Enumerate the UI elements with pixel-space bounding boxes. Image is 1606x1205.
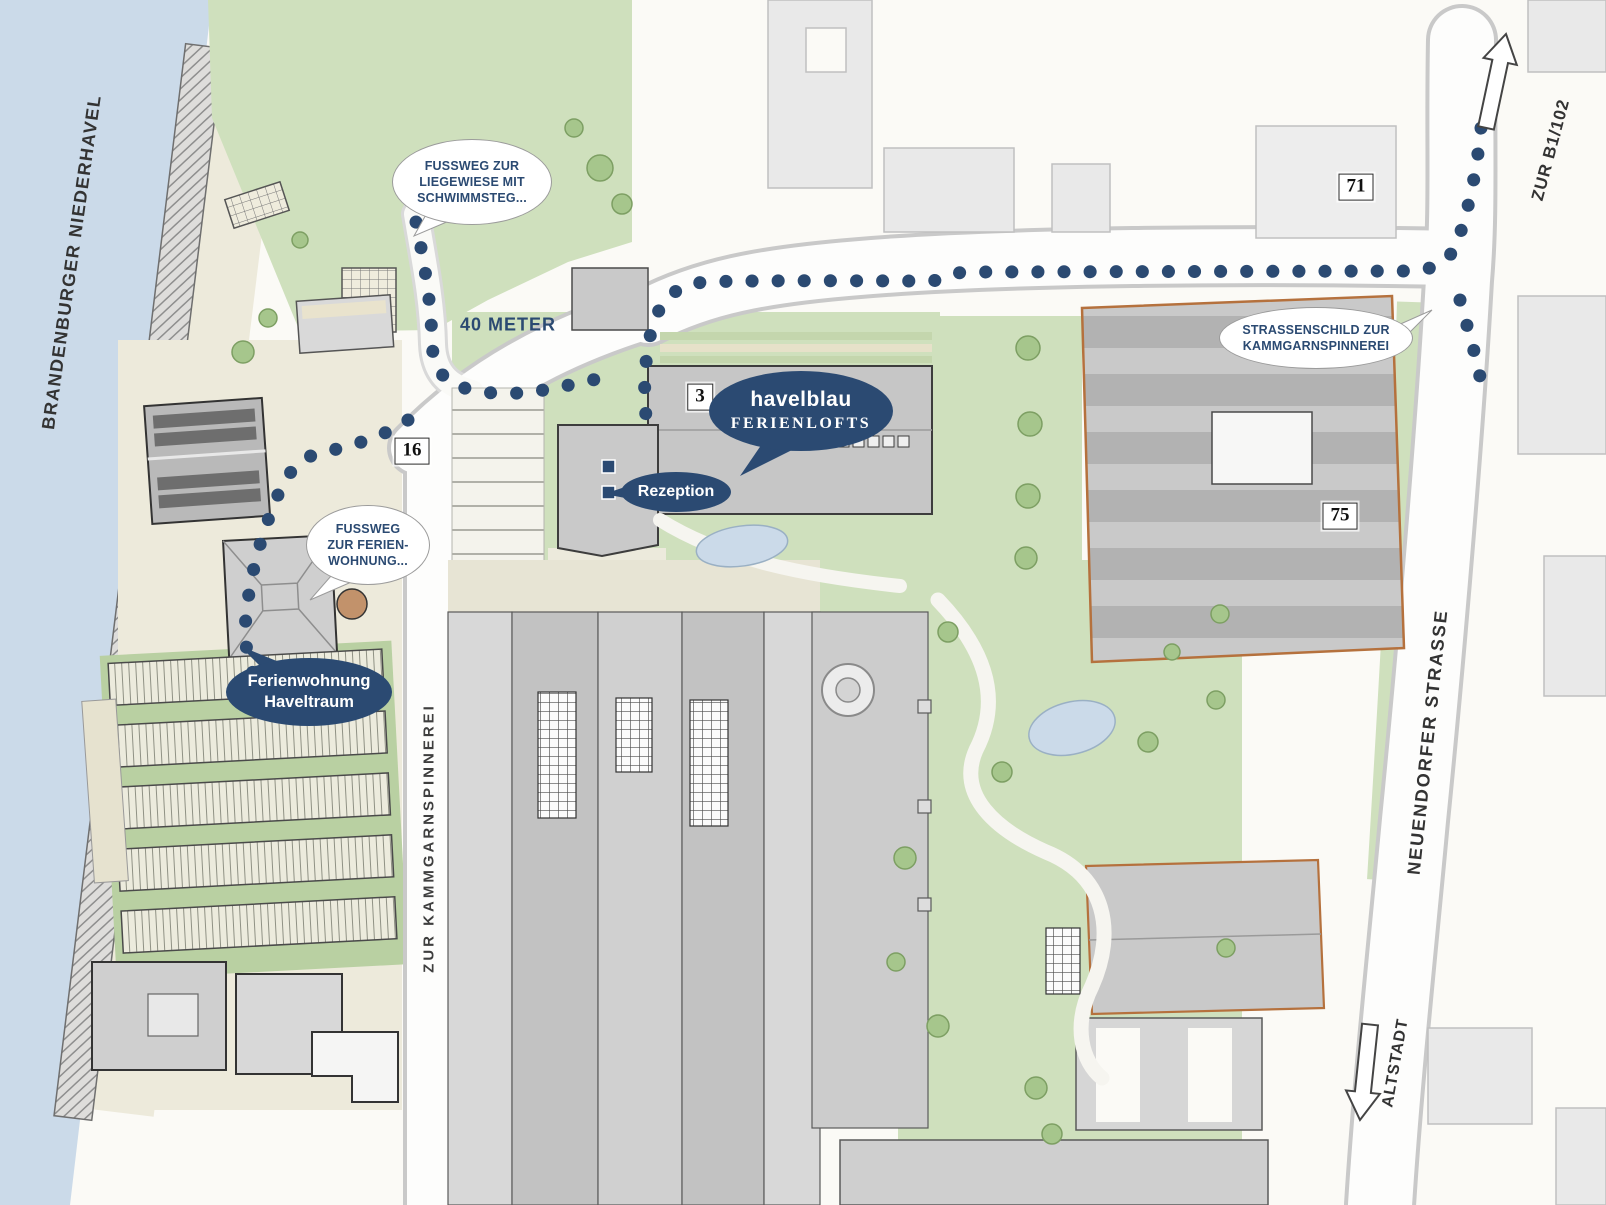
buildings-north: [767, 0, 1606, 1205]
bubble-line: Haveltraum: [264, 693, 354, 711]
bubble-line: Rezeption: [637, 482, 715, 500]
structures-shore: [223, 180, 649, 355]
house-number-16: 16: [394, 437, 430, 465]
bubble-fussweg-liegewiese: FUSSWEG ZUR LIEGEWIESE MIT SCHWIMMSTEG..…: [392, 139, 552, 225]
arrow-to-altstadt: [1344, 1022, 1382, 1122]
bubble-fussweg-ferienwohnung: FUSSWEG ZUR FERIEN- WOHNUNG...: [306, 505, 430, 585]
distance-label: 40 METER: [459, 314, 557, 335]
house-number-71: 71: [1338, 173, 1374, 201]
building-reception: [557, 424, 659, 558]
bubble-line: KAMMGARNSPINNEREI: [1242, 339, 1390, 353]
buildings-haveltraum-area: [81, 396, 399, 1103]
buildings-factory-halls: [447, 560, 932, 1205]
bubble-line: STRASSENSCHILD ZUR: [1242, 323, 1390, 337]
bubble-strassenschild: STRASSENSCHILD ZUR KAMMGARNSPINNEREI: [1219, 307, 1413, 369]
arrow-to-b1: [1477, 32, 1519, 131]
brand-name: havelblau: [750, 388, 852, 412]
bubble-line: LIEGEWIESE MIT: [419, 175, 525, 189]
house-number-3: 3: [687, 383, 713, 411]
street-kammgarn-label: ZUR KAMMGARNSPINNEREI: [420, 703, 438, 973]
trees: [231, 118, 1236, 1145]
bubble-line: ZUR FERIEN-: [327, 538, 409, 552]
walking-routes: [238, 121, 1488, 683]
bubble-line: Ferienwohnung: [247, 671, 371, 690]
bubble-line: SCHWIMMSTEG...: [417, 191, 527, 205]
brand-subtitle: FERIENLOFTS: [730, 415, 872, 433]
bubble-rezeption: Rezeption: [621, 472, 731, 512]
garden-features: [231, 118, 1236, 1145]
bubble-line: FUSSWEG: [335, 522, 401, 536]
direction-arrows: [1344, 32, 1519, 1122]
bubble-ferienwohnung-haveltraum: Ferienwohnung Haveltraum: [226, 658, 392, 726]
bubble-line: WOHNUNG...: [328, 554, 408, 568]
buildings-south: [839, 858, 1326, 1205]
bubble-havelblau-ferienlofts: havelblau FERIENLOFTS: [709, 371, 893, 451]
bubble-line: FUSSWEG ZUR: [424, 159, 520, 173]
house-number-75: 75: [1322, 502, 1358, 530]
building-75-kammgarnspinnerei: [1080, 294, 1406, 664]
